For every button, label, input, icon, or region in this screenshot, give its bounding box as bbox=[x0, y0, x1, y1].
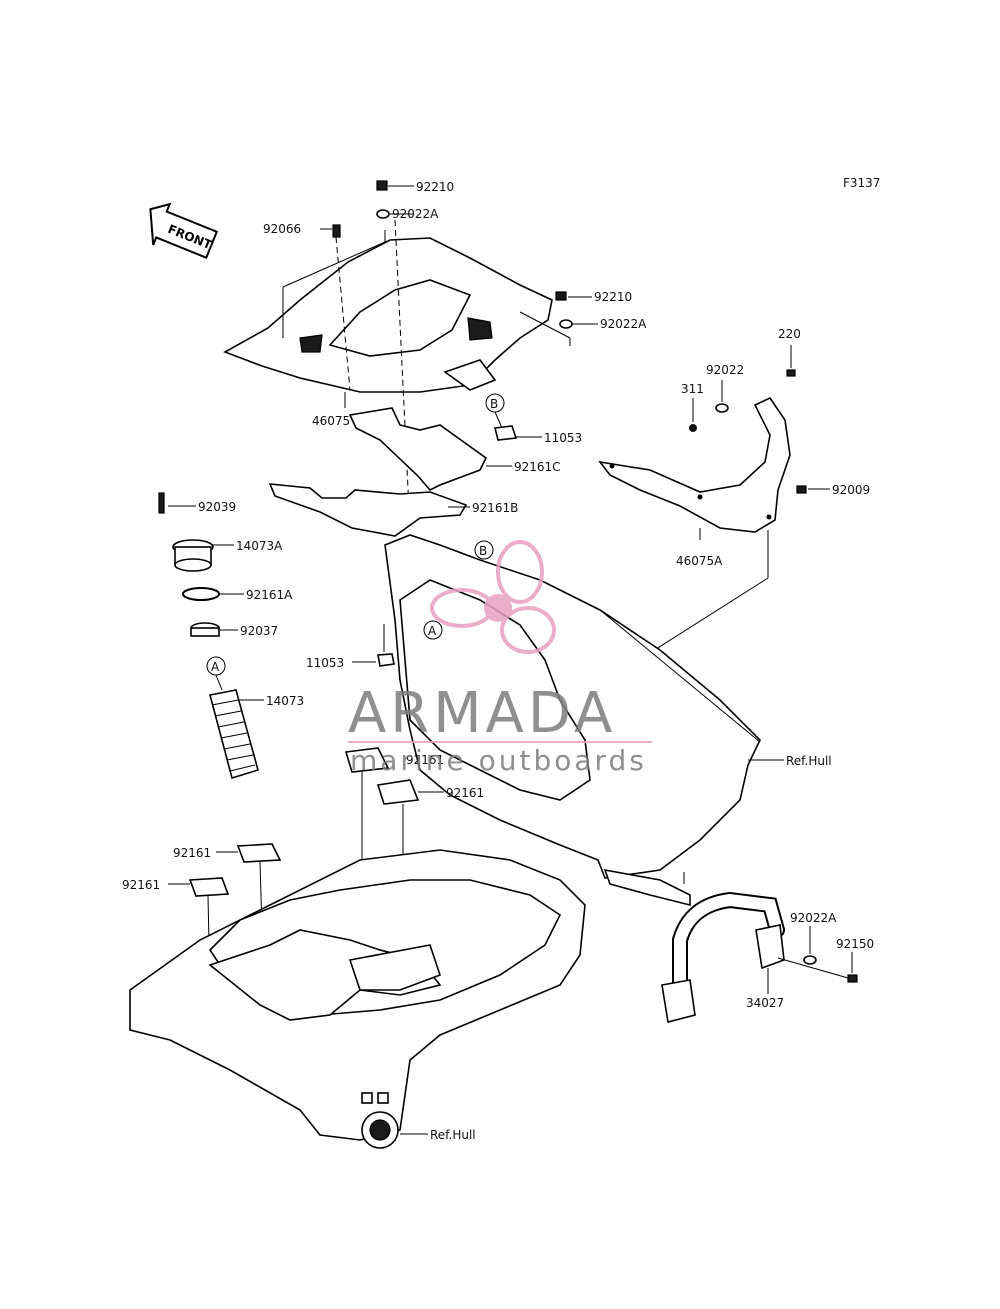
label-ref-hull-right: Ref.Hull bbox=[786, 754, 832, 768]
rear-cover-46075A bbox=[598, 396, 791, 533]
watermark-tagline: marine outboards bbox=[350, 744, 647, 777]
washer-icon bbox=[559, 319, 573, 329]
label-11053-left: 11053 bbox=[306, 656, 344, 670]
label-92037: 92037 bbox=[240, 624, 278, 638]
label-92161-b: 92161 bbox=[446, 786, 484, 800]
pad-92161-b bbox=[376, 779, 420, 805]
label-311: 311 bbox=[681, 382, 704, 396]
label-92022: 92022 bbox=[706, 363, 744, 377]
bolt-icon bbox=[786, 369, 796, 377]
washer-icon bbox=[376, 209, 390, 219]
bolt-icon bbox=[796, 485, 807, 494]
label-92009: 92009 bbox=[832, 483, 870, 497]
label-92210-top: 92210 bbox=[416, 180, 454, 194]
seat-cover-46075 bbox=[223, 237, 553, 393]
label-46075: 46075 bbox=[312, 414, 350, 428]
pad-92161-d bbox=[188, 877, 230, 897]
svg-text:A: A bbox=[428, 624, 437, 638]
label-92150: 92150 bbox=[836, 937, 874, 951]
label-ref-hull-bottom: Ref.Hull bbox=[430, 1128, 476, 1142]
nut-icon bbox=[555, 291, 567, 301]
nut-icon bbox=[689, 424, 697, 432]
label-92161C: 92161C bbox=[514, 460, 561, 474]
svg-text:A: A bbox=[211, 660, 220, 674]
nut-icon bbox=[376, 180, 388, 191]
label-92022A-bottom: 92022A bbox=[790, 911, 837, 925]
hose-14073 bbox=[209, 689, 259, 780]
label-92161B: 92161B bbox=[472, 501, 518, 515]
propeller-logo-icon bbox=[430, 540, 556, 654]
label-92161-a: 92161 bbox=[406, 753, 444, 767]
label-46075A: 46075A bbox=[676, 554, 723, 568]
hull-ref bbox=[384, 534, 761, 907]
pad-92161-c bbox=[236, 843, 282, 863]
label-92022A-right: 92022A bbox=[600, 317, 647, 331]
bolt-icon bbox=[332, 224, 341, 238]
gasket-92161C bbox=[348, 407, 488, 491]
svg-text:B: B bbox=[490, 397, 498, 411]
figure-code: F3137 bbox=[843, 176, 880, 190]
hull-deck bbox=[129, 849, 586, 1149]
label-11053-top: 11053 bbox=[544, 431, 582, 445]
front-arrow-icon: FRONT bbox=[149, 202, 219, 260]
svg-text:B: B bbox=[479, 544, 487, 558]
clamp-92037 bbox=[190, 622, 220, 637]
label-92039: 92039 bbox=[198, 500, 236, 514]
label-34027: 34027 bbox=[746, 996, 784, 1010]
clip-11053-left bbox=[377, 653, 395, 667]
label-92161-d: 92161 bbox=[122, 878, 160, 892]
label-92161-c: 92161 bbox=[173, 846, 211, 860]
callout-b-hull bbox=[474, 540, 494, 560]
watermark: ARMADA marine outboards bbox=[348, 540, 652, 777]
label-92066: 92066 bbox=[263, 222, 301, 236]
grab-handle-34027 bbox=[661, 891, 785, 1023]
fitting-14073A bbox=[172, 539, 214, 572]
washer-icon bbox=[803, 955, 817, 965]
pad-92161-a bbox=[344, 747, 390, 773]
o-ring-92161A bbox=[182, 587, 220, 601]
bolt-icon bbox=[847, 974, 858, 983]
callout-a-hull bbox=[423, 620, 443, 640]
label-220: 220 bbox=[778, 327, 801, 341]
screw-icon bbox=[158, 492, 165, 514]
watermark-brand: ARMADA bbox=[348, 681, 616, 746]
label-14073: 14073 bbox=[266, 694, 304, 708]
gasket-92161B bbox=[268, 483, 468, 537]
label-92161A: 92161A bbox=[246, 588, 293, 602]
washer-icon bbox=[715, 403, 729, 413]
clip-11053-top bbox=[494, 425, 518, 441]
label-92210-right: 92210 bbox=[594, 290, 632, 304]
label-92022A-top: 92022A bbox=[392, 207, 439, 221]
label-14073A: 14073A bbox=[236, 539, 283, 553]
